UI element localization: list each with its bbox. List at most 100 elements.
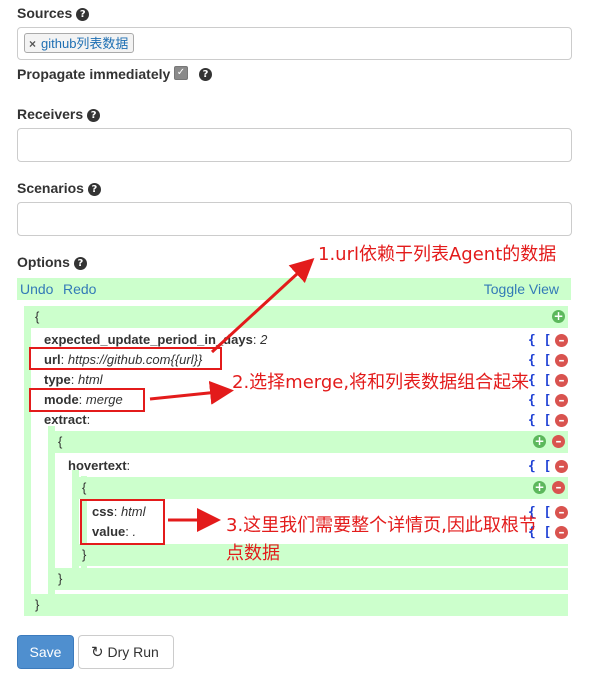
arrow-1 <box>210 257 315 354</box>
json-line-expected: expected_update_period_in_days: 2 { [ – <box>44 330 568 350</box>
json-extract-open: { + – <box>55 431 568 453</box>
json-value[interactable]: . <box>132 524 137 539</box>
brace-close: } <box>35 597 40 612</box>
help-icon[interactable]: ? <box>87 183 101 196</box>
brace-close: } <box>58 571 63 586</box>
receivers-input[interactable] <box>17 128 572 162</box>
json-value[interactable]: html <box>77 372 103 387</box>
save-button[interactable]: Save <box>17 635 74 669</box>
json-line-type: type: html { [ – <box>44 370 568 390</box>
sources-input[interactable]: × github列表数据 <box>17 27 572 60</box>
refresh-icon: ↻ <box>91 643 104 661</box>
source-tag-label: github列表数据 <box>41 36 129 51</box>
scenarios-label-text: Scenarios <box>17 180 84 196</box>
redo-link[interactable]: Redo <box>63 281 97 297</box>
json-key: css <box>92 504 114 519</box>
options-label: Options? <box>17 254 87 270</box>
json-root-open: { + <box>31 306 568 328</box>
brace-close: } <box>82 547 87 562</box>
add-icon[interactable]: + <box>552 309 565 323</box>
add-icon[interactable]: + <box>533 480 546 494</box>
remove-icon[interactable]: – <box>555 460 568 473</box>
scenarios-label: Scenarios? <box>17 180 101 196</box>
help-icon[interactable]: ? <box>199 68 212 81</box>
remove-icon[interactable]: – <box>555 506 568 519</box>
remove-icon[interactable]: – <box>555 354 568 367</box>
json-extract-close: } <box>55 568 568 590</box>
remove-icon[interactable]: – <box>552 435 565 448</box>
json-key: type <box>44 372 71 387</box>
nest-bar <box>24 306 31 616</box>
type-toggle[interactable]: { [ <box>527 373 552 388</box>
json-value[interactable]: https://github.com{{url}} <box>67 352 203 367</box>
annotation-1: 1.url依赖于列表Agent的数据 <box>318 244 557 265</box>
remove-icon[interactable]: – <box>555 414 568 427</box>
brace-open: { <box>58 434 63 449</box>
json-editor: { + expected_update_period_in_days: 2 { … <box>17 300 571 618</box>
toggle-view-link[interactable]: Toggle View <box>483 281 559 297</box>
remove-icon[interactable]: – <box>555 394 568 407</box>
json-colon: : <box>126 458 131 473</box>
highlight-box-mode <box>29 388 145 412</box>
remove-icon[interactable]: – <box>555 526 568 539</box>
brace-open: { <box>35 309 40 324</box>
json-key: expected_update_period_in_days <box>44 332 253 347</box>
json-key: value <box>92 524 126 539</box>
help-icon[interactable]: ? <box>87 109 101 122</box>
annotation-2: 2.选择merge,将和列表数据组合起来 <box>232 372 530 393</box>
source-tag: × github列表数据 <box>24 33 135 53</box>
json-colon: : <box>70 372 75 387</box>
annotation-3-line2: 点数据 <box>226 543 280 564</box>
remove-icon[interactable]: – <box>552 481 565 494</box>
json-value[interactable]: 2 <box>260 332 268 347</box>
tag-remove-icon[interactable]: × <box>29 37 37 51</box>
remove-icon[interactable]: – <box>555 334 568 347</box>
dry-run-button[interactable]: ↻ Dry Run <box>78 635 174 669</box>
type-toggle[interactable]: { [ <box>527 459 552 474</box>
json-key: extract <box>44 412 87 427</box>
add-icon[interactable]: + <box>533 434 546 448</box>
type-toggle[interactable]: { [ <box>527 413 552 428</box>
json-value[interactable]: html <box>120 504 146 519</box>
sources-label-text: Sources <box>17 5 73 21</box>
nest-bar <box>72 470 79 576</box>
json-line-css: css: html { [ – <box>92 502 568 522</box>
json-colon: : <box>60 352 65 367</box>
json-line-value: value: . { [ – <box>92 522 568 542</box>
arrow-2 <box>149 380 234 405</box>
brace-open: { <box>82 480 87 495</box>
undo-link[interactable]: Undo <box>20 281 54 297</box>
json-hovertext-close: } <box>79 544 568 566</box>
type-toggle[interactable]: { [ <box>527 393 552 408</box>
json-colon: : <box>113 504 118 519</box>
nest-bar <box>81 476 87 570</box>
propagate-label: Propagate immediately <box>17 66 171 82</box>
type-toggle[interactable]: { [ <box>527 353 552 368</box>
json-line-mode: mode: merge { [ – <box>44 390 568 410</box>
receivers-label-text: Receivers <box>17 106 84 122</box>
type-toggle[interactable]: { [ <box>527 525 552 540</box>
json-value[interactable]: merge <box>85 392 123 407</box>
nest-bar <box>48 426 55 596</box>
type-toggle[interactable]: { [ <box>527 505 552 520</box>
editor-toolbar: Undo Redo Toggle View <box>17 278 571 300</box>
highlight-box-url <box>29 347 222 370</box>
sources-label: Sources? <box>17 5 90 21</box>
json-colon: : <box>86 412 91 427</box>
json-line-hovertext: hovertext: { [ – <box>68 456 568 476</box>
json-hovertext-open: { + – <box>79 477 568 499</box>
help-icon[interactable]: ? <box>76 8 90 21</box>
json-colon: : <box>252 332 257 347</box>
highlight-box-extract <box>80 499 165 545</box>
annotation-3-line1: 3.这里我们需要整个详情页,因此取根节 <box>226 515 537 536</box>
json-root-close: } <box>31 594 568 616</box>
remove-icon[interactable]: – <box>555 374 568 387</box>
help-icon[interactable]: ? <box>73 257 87 270</box>
type-toggle[interactable]: { [ <box>527 333 552 348</box>
json-key: hovertext <box>68 458 127 473</box>
json-key: url <box>44 352 61 367</box>
scenarios-input[interactable] <box>17 202 572 236</box>
dry-run-label: Dry Run <box>107 644 159 660</box>
propagate-checkbox[interactable]: ✓ <box>174 66 188 80</box>
